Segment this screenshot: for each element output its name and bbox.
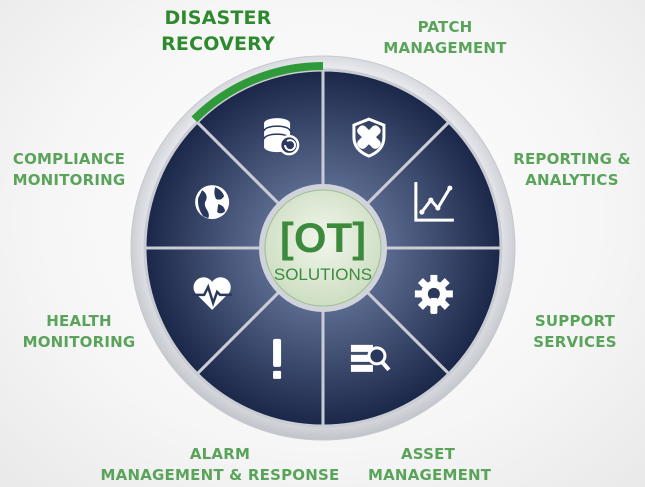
label-health-monitoring-line2: MONITORING (22, 333, 136, 351)
label-asset-management[interactable]: ASSET MANAGEMENT (368, 444, 492, 486)
label-reporting-analytics-line1: REPORTING & (513, 150, 631, 168)
label-disaster-recovery[interactable]: DISASTER RECOVERY (148, 5, 288, 57)
label-reporting-analytics[interactable]: REPORTING & ANALYTICS (507, 149, 637, 191)
label-reporting-analytics-line2: ANALYTICS (525, 171, 619, 189)
label-support-services[interactable]: SUPPORT SERVICES (520, 311, 630, 353)
label-alarm-management[interactable]: ALARM MANAGEMENT & RESPONSE (100, 444, 340, 486)
label-compliance-monitoring[interactable]: COMPLIANCE MONITORING (4, 149, 134, 191)
label-disaster-recovery-line1: DISASTER (164, 7, 272, 29)
server-search-icon (350, 344, 391, 372)
label-asset-management-line1: ASSET (400, 445, 456, 463)
label-health-monitoring-line1: HEALTH (46, 312, 112, 330)
heart-pulse-icon (192, 277, 233, 310)
exclamation-icon (273, 338, 282, 379)
line-chart-icon (414, 182, 454, 222)
active-segment-arc (191, 62, 324, 123)
gear-wrench-icon (414, 274, 453, 314)
label-compliance-monitoring-line1: COMPLIANCE (12, 150, 126, 168)
globe-icon (195, 185, 230, 220)
center-logo: [OT] (280, 214, 366, 261)
shield-bandage-icon (352, 117, 386, 158)
center-subtitle: SOLUTIONS (274, 265, 372, 284)
label-patch-management-line2: MANAGEMENT (383, 39, 507, 57)
label-compliance-monitoring-line2: MONITORING (12, 171, 126, 189)
label-alarm-management-line2: MANAGEMENT & RESPONSE (100, 466, 340, 484)
database-restore-icon (263, 118, 300, 156)
label-support-services-line1: SUPPORT (534, 312, 616, 330)
label-asset-management-line2: MANAGEMENT (368, 466, 492, 484)
label-patch-management[interactable]: PATCH MANAGEMENT (375, 17, 515, 59)
label-support-services-line2: SERVICES (533, 333, 617, 351)
label-health-monitoring[interactable]: HEALTH MONITORING (14, 311, 144, 353)
label-disaster-recovery-line2: RECOVERY (161, 33, 275, 55)
label-alarm-management-line1: ALARM (189, 445, 251, 463)
label-patch-management-line1: PATCH (417, 18, 473, 36)
center-disk (264, 189, 382, 307)
